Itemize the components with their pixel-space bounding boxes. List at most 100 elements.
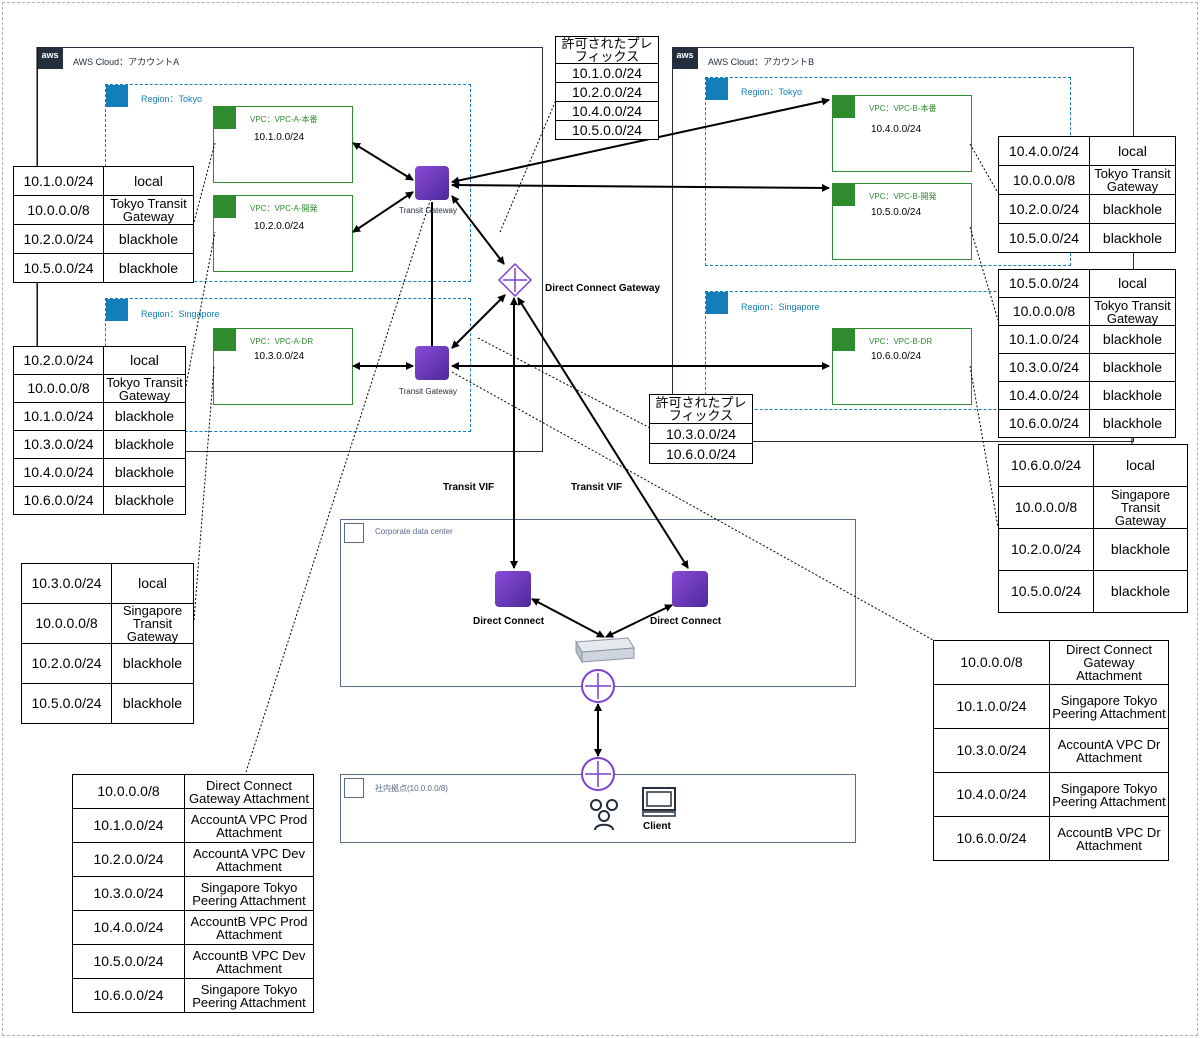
route-destination: 10.3.0.0/24 — [998, 353, 1090, 382]
prefix-cell: 10.2.0.0/24 — [555, 82, 659, 102]
vpc-lock-icon — [833, 329, 855, 351]
prefix-cell: 10.4.0.0/24 — [555, 101, 659, 121]
route-target: AccountA VPC Dr Attachment — [1049, 728, 1169, 773]
vpc-cidr: 10.4.0.0/24 — [871, 124, 922, 135]
aws-logo-icon: aws — [672, 47, 698, 69]
vpc-b-dev[interactable]: VPC：VPC-B-開発 10.5.0.0/24 — [832, 183, 972, 260]
route-destination: 10.2.0.0/24 — [998, 194, 1090, 224]
route-destination: 10.3.0.0/24 — [13, 430, 104, 459]
link-tgw-vpc-b-prod — [451, 97, 830, 185]
route-destination: 10.4.0.0/24 — [13, 458, 104, 487]
route-target: local — [1089, 269, 1176, 298]
link-dxgw-tgw-singapore — [451, 294, 506, 349]
route-target: Direct Connect Gateway Attachment — [1049, 640, 1169, 685]
route-target: blackhole — [1089, 194, 1176, 224]
route-target: local — [1089, 136, 1176, 166]
leader-prefix-singapore — [477, 337, 651, 429]
route-target: Singapore Tokyo Peering Attachment — [1049, 772, 1169, 817]
link-tgw-vpc-b-dev — [451, 181, 830, 192]
route-target: Direct Connect Gateway Attachment — [184, 774, 314, 809]
route-destination: 10.2.0.0/24 — [13, 346, 104, 375]
vpc-a-prod[interactable]: VPC：VPC-A-本番 10.1.0.0/24 — [213, 106, 353, 183]
vpc-lock-icon — [833, 96, 855, 118]
leader-rt-b-dr — [969, 365, 999, 528]
client-computer-icon[interactable] — [641, 786, 677, 818]
route-target: blackhole — [103, 402, 186, 431]
route-target: Tokyo Transit Gateway — [103, 374, 186, 403]
route-destination: 10.0.0.0/8 — [13, 195, 104, 225]
leader-rt-a-tokyo — [193, 142, 216, 223]
router-icon[interactable] — [580, 668, 616, 704]
route-destination: 10.2.0.0/24 — [21, 643, 112, 684]
vpc-a-dev[interactable]: VPC：VPC-A-開発 10.2.0.0/24 — [213, 195, 353, 272]
dx-label: Direct Connect — [473, 616, 545, 627]
leader-rt-tgw-tokyo — [245, 194, 433, 773]
route-target: Tokyo Transit Gateway — [1089, 165, 1176, 195]
link-dx2-switch — [605, 604, 673, 638]
vpc-name: VPC：VPC-B-DR — [869, 337, 933, 346]
vpc-name: VPC：VPC-A-DR — [250, 337, 314, 346]
route-destination: 10.4.0.0/24 — [72, 910, 185, 945]
route-destination: 10.0.0.0/8 — [998, 297, 1090, 326]
router-icon[interactable] — [580, 756, 616, 792]
cloud-b-label: AWS Cloud：アカウントB — [708, 57, 815, 67]
route-destination: 10.6.0.0/24 — [933, 816, 1050, 861]
direct-connect-gateway-icon[interactable] — [497, 262, 533, 298]
direct-connect-icon[interactable] — [672, 571, 708, 607]
route-destination: 10.0.0.0/8 — [72, 774, 185, 809]
vpc-b-dr[interactable]: VPC：VPC-B-DR 10.6.0.0/24 — [832, 328, 972, 405]
route-target: blackhole — [103, 430, 186, 459]
route-target: blackhole — [111, 683, 194, 724]
leader-rt-a-dr — [193, 365, 215, 621]
route-target: blackhole — [103, 486, 186, 515]
tgw-singapore-label: Transit Gateway — [399, 387, 457, 396]
route-target: blackhole — [1089, 381, 1176, 410]
building-icon — [344, 523, 364, 543]
office-label: 社内拠点(10.0.0.0/8) — [375, 784, 448, 793]
vpc-lock-icon — [214, 107, 236, 129]
link-tgw-tokyo-dxgw — [451, 195, 505, 265]
transit-gateway-tokyo-icon[interactable] — [415, 166, 449, 200]
route-destination: 10.6.0.0/24 — [998, 444, 1094, 487]
route-destination: 10.2.0.0/24 — [13, 224, 104, 254]
region-b-tokyo-label: Region：Tokyo — [741, 87, 803, 97]
route-destination: 10.2.0.0/24 — [998, 528, 1094, 571]
direct-connect-icon[interactable] — [495, 571, 531, 607]
vpc-name: VPC：VPC-B-本番 — [869, 104, 937, 113]
cloud-a-label: AWS Cloud：アカウントA — [73, 57, 180, 67]
vpc-name: VPC：VPC-B-開発 — [869, 192, 937, 201]
vpc-b-prod[interactable]: VPC：VPC-B-本番 10.4.0.0/24 — [832, 95, 972, 172]
route-destination: 10.6.0.0/24 — [72, 978, 185, 1013]
prefix-cell: 10.6.0.0/24 — [649, 443, 753, 464]
transit-gateway-singapore-icon[interactable] — [415, 346, 449, 380]
route-target: blackhole — [111, 643, 194, 684]
flag-icon — [706, 78, 728, 100]
route-target: blackhole — [1089, 353, 1176, 382]
vpc-name: VPC：VPC-A-開発 — [250, 204, 318, 213]
network-switch-icon[interactable] — [570, 636, 636, 664]
route-target: blackhole — [1089, 409, 1176, 438]
transit-vif-label: Transit VIF — [443, 482, 495, 493]
route-target: local — [103, 346, 186, 375]
route-target: AccountB VPC Dev Attachment — [184, 944, 314, 979]
